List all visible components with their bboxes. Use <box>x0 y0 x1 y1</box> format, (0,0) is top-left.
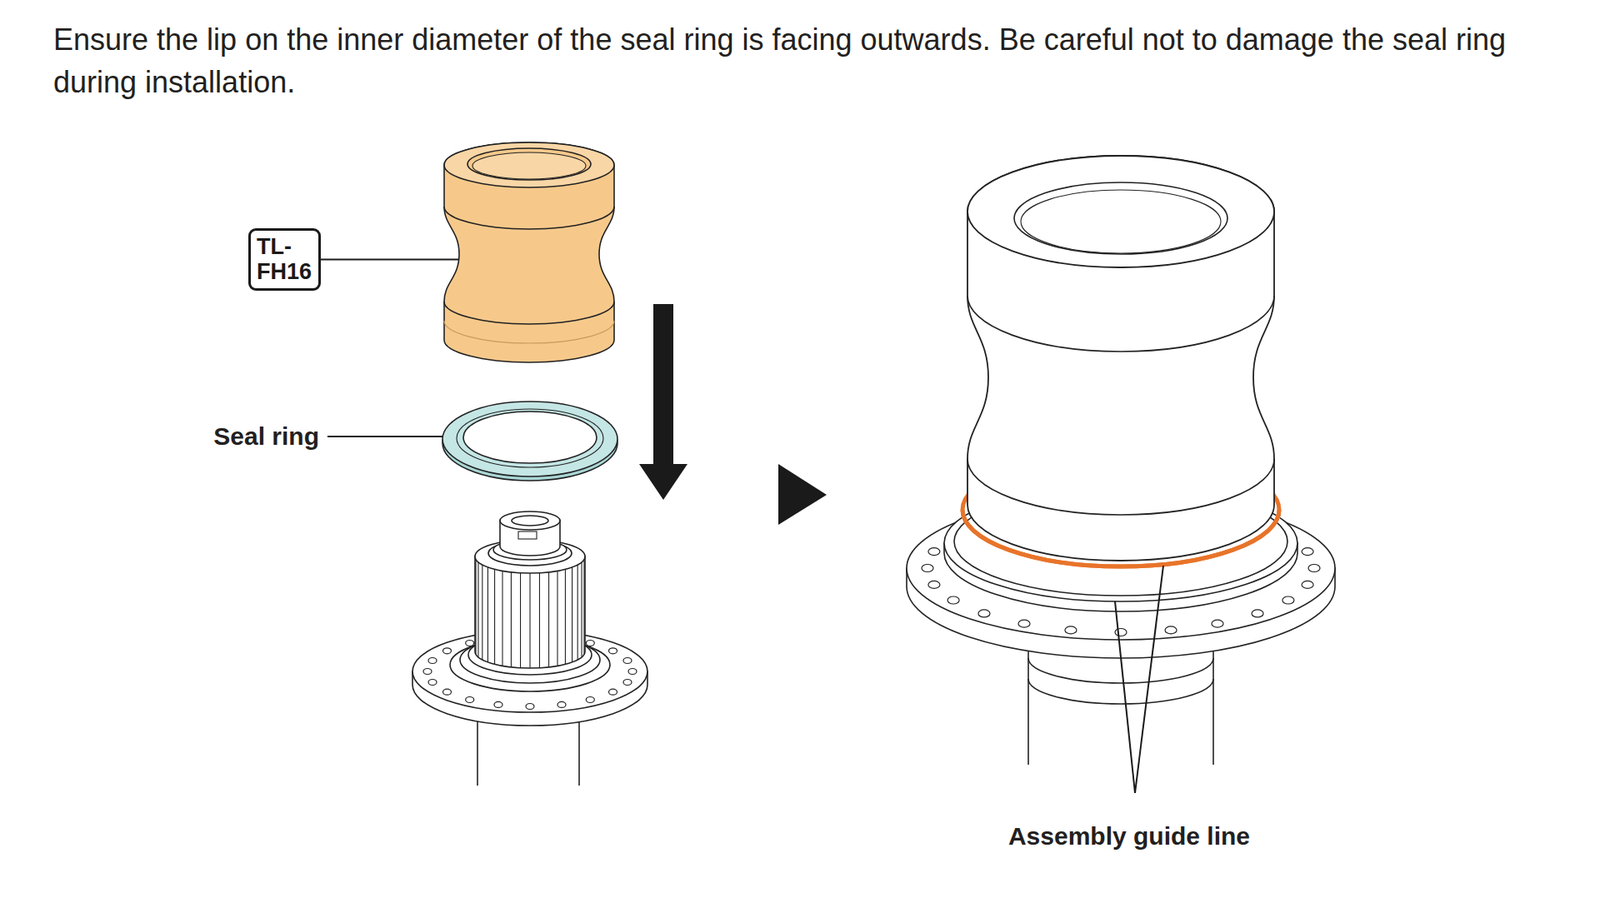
spline-line <box>487 567 489 663</box>
axle-end-top <box>500 511 560 530</box>
spoke-hole <box>921 565 934 573</box>
tool-top-recess <box>467 148 591 180</box>
spoke-hole <box>947 596 960 605</box>
seal-ring <box>442 401 618 477</box>
spline-line <box>475 559 476 655</box>
tool-mounted <box>962 155 1280 567</box>
spoke-hole <box>442 689 451 695</box>
spline-line <box>565 569 566 665</box>
spoke-hole <box>442 648 451 655</box>
spline-line <box>577 565 579 660</box>
spline-line <box>520 573 521 669</box>
spline-line <box>539 573 540 669</box>
spline-line <box>556 570 558 666</box>
spline-line <box>583 559 585 655</box>
leader-lines <box>320 260 1164 795</box>
spoke-hole <box>623 658 632 665</box>
spoke-hole <box>557 701 566 708</box>
freehub-body-side <box>475 556 585 669</box>
down-arrow <box>639 304 688 500</box>
spoke-hole <box>978 610 990 618</box>
spline-line <box>580 562 582 658</box>
spline-line <box>571 567 573 663</box>
seal-ring-lip <box>456 409 604 468</box>
spoke-hole <box>609 648 618 655</box>
spoke-hole <box>1211 620 1224 628</box>
shaft-ring <box>1028 679 1214 705</box>
leader-line <box>327 435 443 438</box>
tool-top <box>444 142 615 188</box>
seal-ring-drawing <box>442 401 618 481</box>
axle-hole <box>511 515 549 526</box>
spoke-hole <box>465 640 475 647</box>
tool-top-recess <box>1014 182 1228 255</box>
spline-line <box>481 565 483 660</box>
tool-band <box>444 320 615 344</box>
spoke-hole <box>585 640 595 647</box>
spoke-hole <box>1165 626 1177 635</box>
spoke-hole <box>428 658 437 665</box>
spoke-hole <box>1251 610 1264 618</box>
tool-band <box>444 301 615 325</box>
spline-line <box>494 569 495 665</box>
leader-line <box>1135 565 1164 794</box>
tool-band <box>967 459 1275 515</box>
spline-line <box>548 572 550 668</box>
assembly-guide-line <box>962 510 1280 567</box>
seal-ring-hole <box>463 411 597 464</box>
spoke-hole <box>1115 629 1127 637</box>
axle-mark <box>518 531 537 540</box>
tool-drawing <box>444 142 615 363</box>
part-name: Assembly guide line <box>1008 821 1250 852</box>
spoke-hole <box>465 696 475 703</box>
spoke-hole <box>585 696 595 703</box>
tool-band <box>967 295 1275 352</box>
spoke-hole <box>1282 596 1295 605</box>
spline-line <box>477 562 479 658</box>
tool-top <box>967 155 1275 268</box>
tool-body <box>444 142 615 363</box>
spoke-hole <box>623 679 632 685</box>
spoke-hole <box>628 669 637 675</box>
spline-line <box>510 572 512 668</box>
spoke-hole <box>1308 565 1320 573</box>
spoke-hole <box>428 679 437 685</box>
tool-band <box>444 206 615 230</box>
instruction-note: Ensure the lip on the inner diameter of … <box>53 18 1554 104</box>
spoke-hole <box>423 669 432 675</box>
spline-line <box>501 570 503 666</box>
leader-line <box>320 259 460 261</box>
spoke-hole <box>928 548 940 556</box>
spoke-hole <box>1301 548 1314 556</box>
step-arrow <box>778 464 827 525</box>
tool-top-recess <box>1020 190 1221 254</box>
spoke-hole <box>494 701 503 708</box>
arrows <box>639 304 827 525</box>
tool-body <box>967 155 1275 561</box>
tool-number-box: TL- FH16 <box>248 228 321 291</box>
spoke-hole <box>1018 620 1030 628</box>
hub-left <box>412 511 648 786</box>
spoke-hole <box>525 704 535 710</box>
spoke-hole <box>609 689 618 695</box>
spline-line <box>529 573 530 669</box>
part-name: Seal ring <box>213 421 320 452</box>
tool-top-recess <box>472 152 586 180</box>
leader-line <box>1115 601 1135 794</box>
tool-number: TL- FH16 <box>256 234 312 285</box>
spoke-hole <box>1301 580 1314 589</box>
spoke-hole <box>928 580 940 589</box>
spoke-hole <box>1065 626 1077 635</box>
